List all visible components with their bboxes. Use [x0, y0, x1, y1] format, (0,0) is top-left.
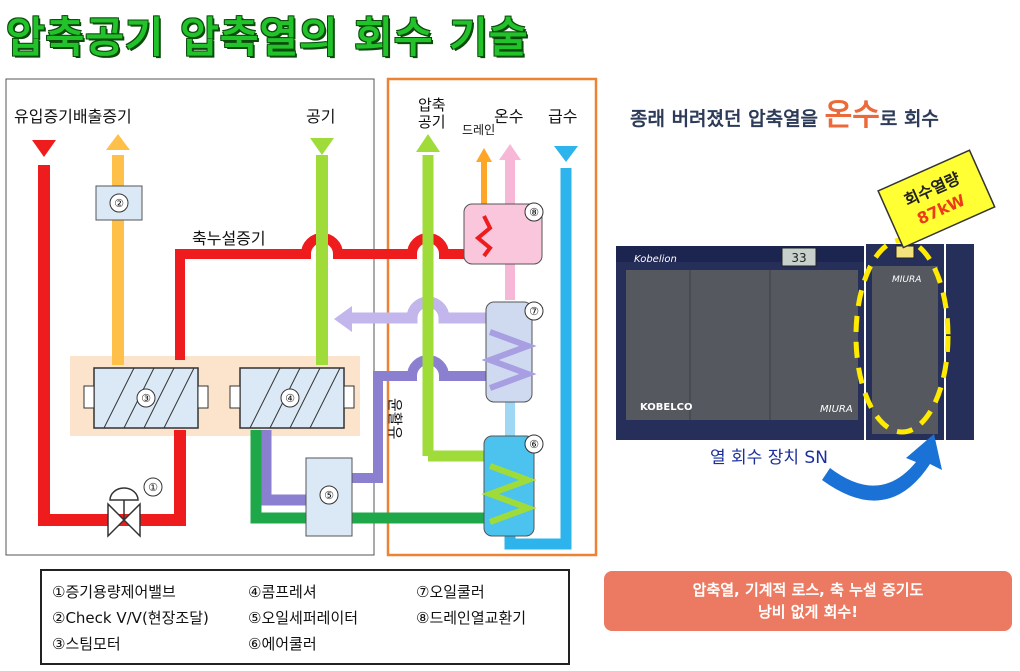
recovery-unit-label: 열 회수 장치 SN [710, 448, 828, 468]
component-6-num: ⑥ [529, 438, 539, 451]
drain-arrow [476, 148, 492, 162]
legend-num: ② [52, 609, 66, 627]
component-4-num: ④ [285, 392, 295, 405]
legend-num: ⑧ [416, 609, 430, 627]
component-7-num: ⑦ [529, 305, 539, 318]
legend-item: ⑤오일세퍼레이터 [248, 607, 358, 628]
recovery-arrow [822, 434, 942, 501]
legend-item: ①증기용량제어밸브 [52, 581, 176, 602]
component-1-num: ① [148, 481, 158, 494]
legend-label: 증기용량제어밸브 [65, 583, 176, 601]
legend-item: ③스팀모터 [52, 633, 121, 654]
exhaust-arrow [106, 134, 130, 150]
compressed-air-arrow [416, 134, 440, 152]
green-line [250, 430, 500, 524]
label-lube-oil: 윤활유 [386, 398, 404, 440]
legend-num: ⑤ [248, 609, 262, 627]
machine-brand-right: MIURA [892, 275, 921, 285]
component-5-num: ⑤ [324, 489, 334, 502]
subtitle: 종래 버려졌던 압축열을 온수로 회수 [630, 90, 939, 134]
legend-num: ⑥ [248, 635, 262, 653]
legend-num: ① [52, 583, 66, 601]
machine-display: 33 [791, 251, 806, 265]
legend-item: ⑧드레인열교환기 [416, 607, 526, 628]
legend-label: 오일세퍼레이터 [261, 609, 359, 627]
subtitle-accent: 온수 [824, 98, 880, 133]
legend-num: ④ [248, 583, 262, 601]
legend: ①증기용량제어밸브 ②Check V/V(현장조달) ③스팀모터 ④콤프레셔 ⑤… [40, 569, 570, 665]
label-air: 공기 [306, 107, 335, 126]
label-compressed-air: 압축 공기 [418, 96, 450, 131]
machine-brand-mid: MIURA [820, 404, 853, 415]
oil-feed-arrow [334, 306, 352, 332]
air-arrow [310, 138, 334, 155]
note-line1: 압축열, 기계적 로스, 축 누설 증기도 [692, 581, 924, 599]
label-compressed-air-1: 압축 [418, 96, 446, 114]
legend-num: ⑦ [416, 583, 430, 601]
machine-brand-bottom: KOBELCO [640, 402, 692, 413]
legend-label: 드레인열교환기 [429, 609, 527, 627]
shaft-leak-line [175, 233, 490, 360]
legend-label: 스팀모터 [65, 635, 121, 653]
hot-water-arrow [499, 144, 521, 160]
label-drain: 드레인 [462, 123, 495, 137]
machine-brand-left: Kobelion [634, 254, 677, 265]
subtitle-after: 로 회수 [879, 108, 939, 130]
legend-item: ⑦오일쿨러 [416, 581, 485, 602]
legend-item: ⑥에어쿨러 [248, 633, 317, 654]
legend-item: ②Check V/V(현장조달) [52, 607, 209, 628]
legend-num: ③ [52, 635, 66, 653]
label-hot-water: 온수 [494, 107, 523, 126]
subtitle-before: 종래 버려졌던 압축열을 [630, 108, 825, 130]
label-shaft-leak-steam: 축누설증기 [192, 229, 266, 248]
steam-out-arrow [32, 140, 56, 157]
component-3-num: ③ [141, 392, 151, 405]
recovery-badge: 회수열량 87kW [877, 149, 996, 249]
note-line2: 낭비 없게 회수! [757, 603, 859, 621]
oil-line [260, 430, 320, 506]
component-2-num: ② [114, 197, 124, 210]
label-feed-water: 급수 [548, 107, 577, 126]
recovery-note: 압축열, 기계적 로스, 축 누설 증기도 낭비 없게 회수! [604, 571, 1012, 631]
legend-label: 오일쿨러 [429, 583, 485, 601]
compressor-machine: 33 Kobelion KOBELCO MIURA MIURA [616, 244, 974, 440]
page-title: 압축공기 압축열의 회수 기술 [6, 13, 529, 62]
legend-label: Check V/V(현장조달) [65, 609, 209, 627]
feed-water-arrow [554, 146, 578, 162]
component-8-num: ⑧ [529, 206, 539, 219]
label-exhaust-steam: 유입증기배출증기 [14, 107, 132, 126]
legend-item: ④콤프레셔 [248, 581, 317, 602]
label-compressed-air-2: 공기 [418, 113, 446, 131]
legend-label: 에어쿨러 [261, 635, 317, 653]
legend-label: 콤프레셔 [261, 583, 317, 601]
